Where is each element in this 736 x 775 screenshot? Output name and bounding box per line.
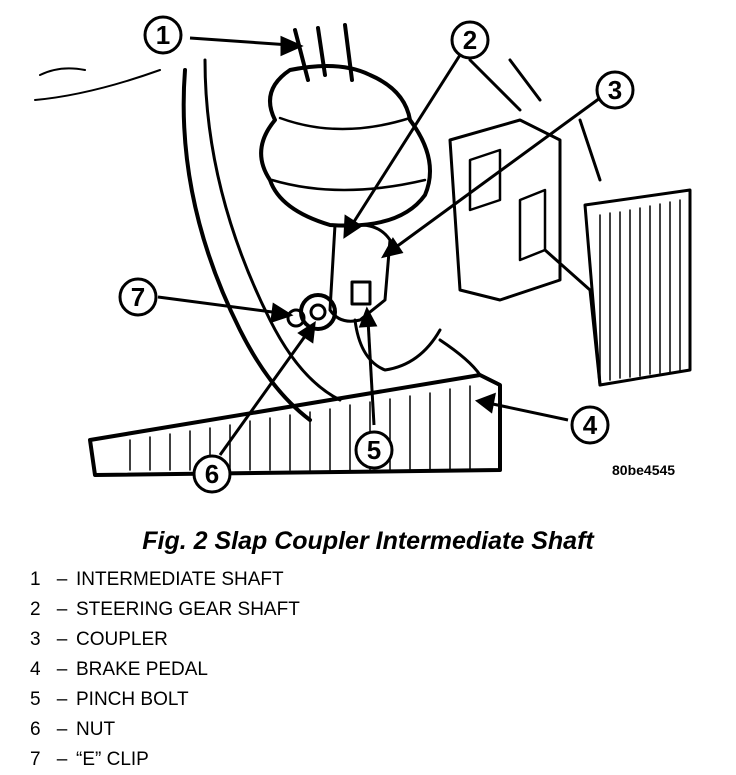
pedal-bracket [448, 118, 562, 302]
intermediate-shaft [293, 23, 354, 82]
leader-1 [189, 36, 291, 47]
leader-2 [348, 54, 462, 229]
leader-3 [391, 96, 601, 252]
floor-line [34, 67, 161, 101]
callout-circle-7 [118, 277, 158, 317]
leader-6 [218, 331, 310, 456]
legend-label: COUPLER [76, 629, 168, 650]
callout-number-7: 7 [131, 282, 145, 312]
pinch-bolt [350, 280, 372, 306]
brake-pedal-shape [88, 373, 502, 477]
callout-circle-6 [192, 454, 232, 494]
legend-label: NUT [76, 719, 116, 740]
callout-number-3: 3 [608, 75, 622, 105]
callout-number-2: 2 [463, 25, 477, 55]
e-clip [286, 308, 306, 328]
figure-code: 80be4545 [612, 462, 676, 478]
legend-item: 7–“E” CLIP [30, 749, 149, 770]
boot [259, 64, 432, 228]
callout-number-1: 1 [156, 20, 170, 50]
callout-circle-4 [570, 405, 610, 445]
leader-4 [487, 401, 569, 422]
callout-number-4: 4 [583, 410, 598, 440]
figure-caption: Fig. 2 Slap Coupler Intermediate Shaft [142, 527, 594, 555]
legend-label: BRAKE PEDAL [76, 659, 208, 680]
legend-list: 1–INTERMEDIATE SHAFT 2–STEERING GEAR SHA… [30, 565, 300, 775]
legend-label: “E” CLIP [76, 749, 149, 770]
legend-label: STEERING GEAR SHAFT [76, 599, 300, 620]
legend-item: 1–INTERMEDIATE SHAFT [30, 569, 284, 590]
column-housing [181, 68, 312, 422]
legend-item: 2–STEERING GEAR SHAFT [30, 599, 300, 620]
legend-item: 4–BRAKE PEDAL [30, 659, 208, 680]
legend-item: 6–NUT [30, 719, 116, 740]
coupler [328, 223, 392, 323]
legend-label: INTERMEDIATE SHAFT [76, 569, 284, 590]
callout-circle-1 [143, 15, 183, 55]
leader-5 [366, 319, 376, 426]
leader-7 [157, 295, 281, 315]
callout-circle-5 [354, 430, 394, 470]
legend-label: PINCH BOLT [76, 689, 189, 710]
coupler-diagram: 1 2 3 4 5 6 7 [34, 15, 692, 494]
legend-item: 3–COUPLER [30, 629, 168, 650]
callout-number-6: 6 [205, 459, 219, 489]
callout-number-5: 5 [367, 435, 381, 465]
callout-circle-3 [595, 70, 635, 110]
callout-circle-2 [450, 20, 490, 60]
legend-item: 5–PINCH BOLT [30, 689, 189, 710]
